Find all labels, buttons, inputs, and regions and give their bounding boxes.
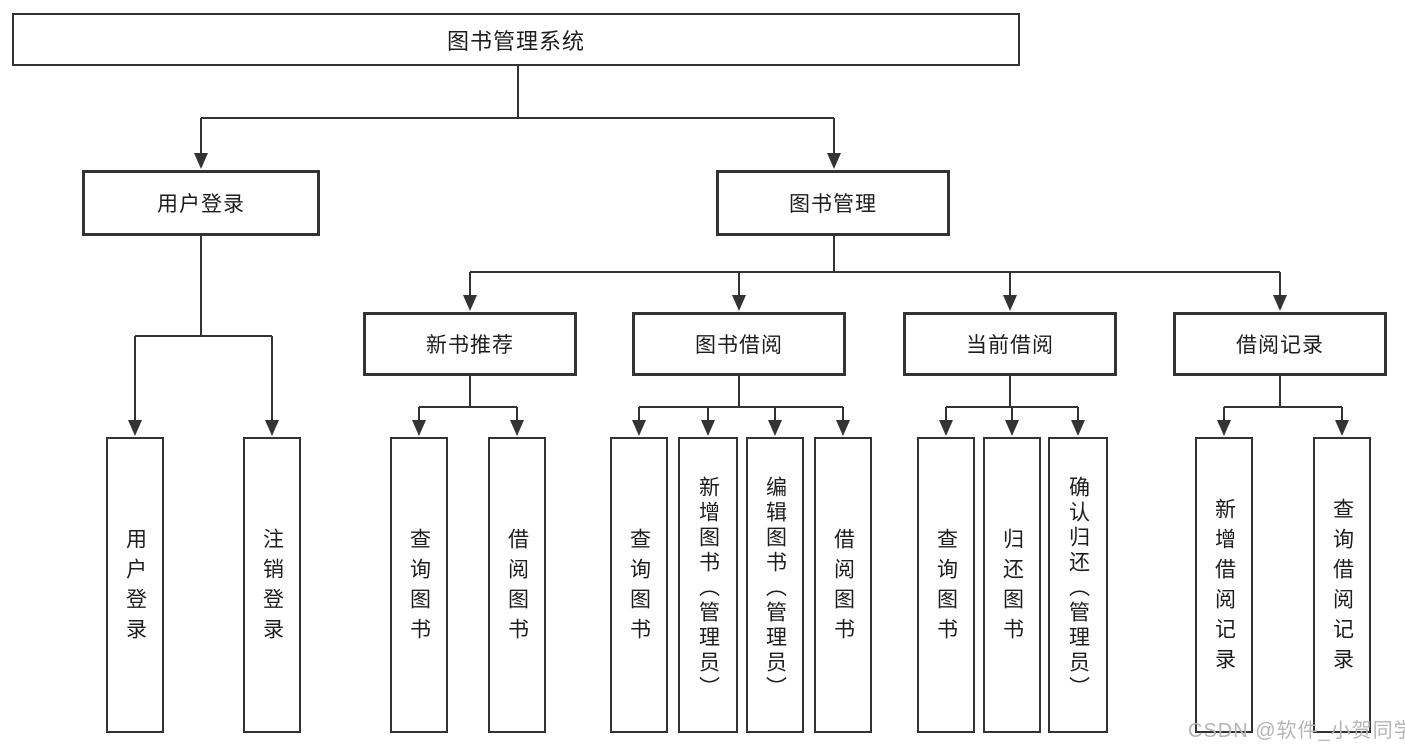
arrowhead: [194, 153, 208, 169]
node-label: 查询借阅记录: [1330, 498, 1354, 678]
arrowhead: [836, 420, 850, 436]
node-label: 借阅图书: [831, 528, 855, 648]
leaf-borrow-edit-books-admin: 编辑图书（管理员）: [746, 437, 804, 733]
node-book-management: 图书管理: [716, 170, 950, 236]
node-label: 查询图书: [407, 528, 431, 648]
arrowhead: [1273, 295, 1287, 311]
leaf-borrow-borrow-books: 借阅图书: [814, 437, 872, 733]
leaf-borrow-query-books: 查询图书: [610, 437, 668, 733]
leaf-current-query-books: 查询图书: [917, 437, 975, 733]
arrowhead: [701, 420, 715, 436]
node-label: 借阅图书: [505, 528, 529, 648]
csdn-watermark: CSDN @软件_小贺同学: [1188, 720, 1405, 742]
node-label: 图书管理系统: [446, 28, 585, 54]
arrowhead: [732, 295, 746, 311]
leaf-logout: 注销登录: [243, 437, 301, 733]
leaf-user-login: 用户登录: [106, 437, 164, 733]
arrowhead: [463, 295, 477, 311]
node-current-borrow: 当前借阅: [903, 312, 1117, 376]
connector-lines: [134, 66, 1343, 422]
node-label: 新增借阅记录: [1212, 498, 1236, 678]
node-label: 注销登录: [260, 528, 284, 648]
arrowheads: [128, 153, 1349, 436]
arrowhead: [1217, 420, 1231, 436]
leaf-current-confirm-return-admin: 确认归还（管理员）: [1048, 437, 1108, 733]
node-borrow-records: 借阅记录: [1173, 312, 1387, 376]
node-label: 查询图书: [627, 528, 651, 648]
arrowhead: [939, 420, 953, 436]
arrowhead: [128, 420, 142, 436]
node-label: 确认归还（管理员）: [1066, 475, 1090, 701]
arrowhead: [510, 420, 524, 436]
arrowhead: [768, 420, 782, 436]
leaf-newbook-borrow-books: 借阅图书: [488, 437, 546, 733]
arrowhead: [1005, 420, 1019, 436]
leaf-borrow-add-books-admin: 新增图书（管理员）: [678, 437, 738, 733]
node-label: 查询图书: [934, 528, 958, 648]
arrowhead: [1071, 420, 1085, 436]
arrowhead: [632, 420, 646, 436]
node-label: 编辑图书（管理员）: [763, 475, 787, 701]
arrowhead: [412, 420, 426, 436]
arrowhead: [827, 153, 841, 169]
node-label: 归还图书: [1000, 528, 1024, 648]
node-label: 新书推荐: [426, 334, 514, 357]
node-label: 用户登录: [123, 528, 147, 648]
node-library-management-system: 图书管理系统: [12, 13, 1020, 66]
leaf-current-return-books: 归还图书: [983, 437, 1041, 733]
node-label: 当前借阅: [966, 334, 1054, 357]
leaf-records-add-record: 新增借阅记录: [1195, 437, 1253, 733]
node-label: 用户登录: [157, 193, 245, 216]
node-user-login: 用户登录: [82, 170, 320, 236]
arrowhead: [1003, 295, 1017, 311]
node-label: 图书借阅: [695, 334, 783, 357]
node-label: 新增图书（管理员）: [696, 475, 720, 701]
node-new-book-recommend: 新书推荐: [363, 312, 577, 376]
leaf-newbook-query-books: 查询图书: [390, 437, 448, 733]
arrowhead: [265, 420, 279, 436]
node-label: 图书管理: [789, 193, 877, 216]
node-label: 借阅记录: [1236, 334, 1324, 357]
arrowhead: [1335, 420, 1349, 436]
leaf-records-query-record: 查询借阅记录: [1313, 437, 1371, 733]
node-book-borrow: 图书借阅: [632, 312, 846, 376]
